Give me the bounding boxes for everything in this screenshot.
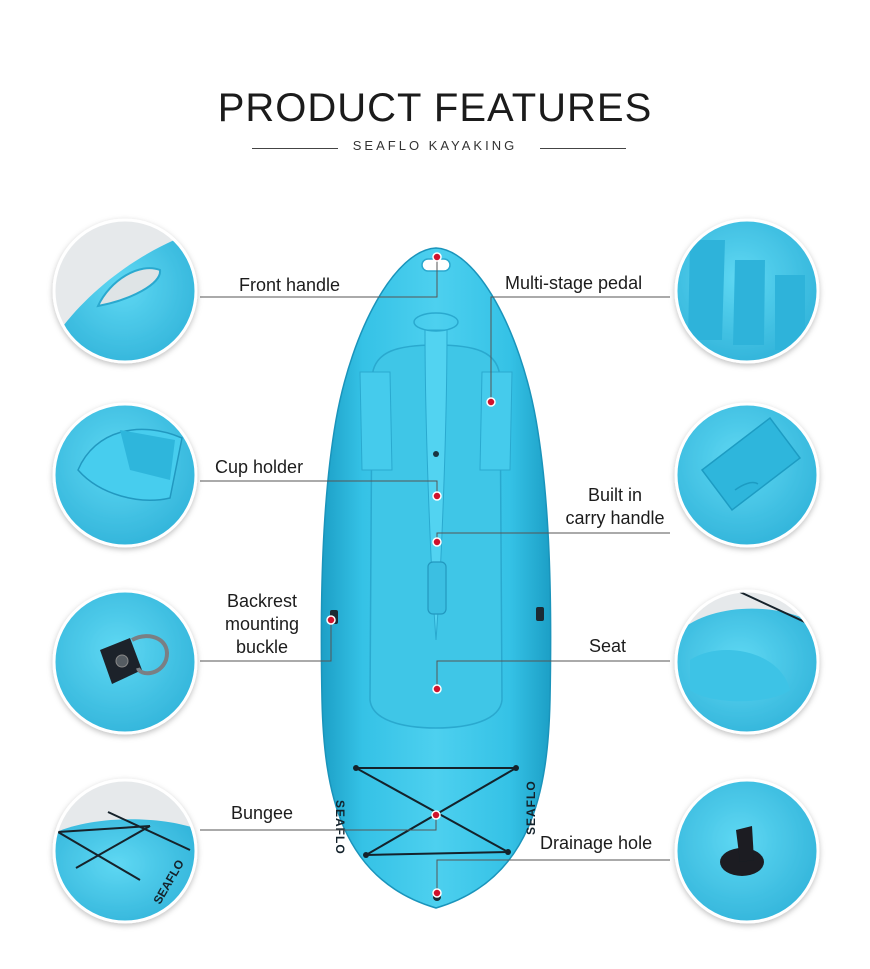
kayak-brand-right: SEAFLO [524,780,538,835]
kayak-hull: SEAFLO SEAFLO [320,247,552,909]
marker-cup-holder [432,491,442,501]
label-backrest-line2: mounting [224,614,300,634]
marker-seat [432,684,442,694]
label-bungee: Bungee [231,803,294,823]
label-carry-handle-line1: Built in [587,485,643,505]
detail-bungee: SEAFLO [52,778,198,924]
detail-seat [674,589,820,735]
detail-multi-stage-pedal [674,218,820,364]
label-backrest-line1: Backrest [226,591,298,611]
label-seat: Seat [589,636,627,656]
label-backrest-buckle: Backrest mounting buckle [210,590,314,659]
marker-carry-handle [432,537,442,547]
marker-backrest [326,615,336,625]
detail-carry-handle [674,402,820,548]
label-backrest-line3: buckle [235,637,289,657]
divider-right [540,148,626,149]
marker-drainage [432,888,442,898]
label-multi-stage-pedal: Multi-stage pedal [505,273,643,293]
detail-drainage-hole [674,778,820,924]
detail-backrest-buckle [52,589,198,735]
marker-bungee [431,810,441,820]
feature-markers [326,252,496,898]
subtitle-row: SEAFLO KAYAKING [0,138,870,158]
label-carry-handle-line2: carry handle [565,508,665,528]
page-subtitle: SEAFLO KAYAKING [352,138,518,153]
marker-front-handle [432,252,442,262]
label-carry-handle: Built in carry handle [555,484,675,530]
label-drainage-hole: Drainage hole [540,833,653,853]
kayak-brand-left: SEAFLO [333,800,347,855]
divider-left [252,148,338,149]
page-title: PRODUCT FEATURES [217,86,653,130]
detail-cup-holder [52,402,198,548]
detail-front-handle [52,218,198,364]
marker-pedal [486,397,496,407]
bungee-cords [355,767,517,856]
label-cup-holder: Cup holder [215,457,304,477]
label-front-handle: Front handle [239,275,341,295]
